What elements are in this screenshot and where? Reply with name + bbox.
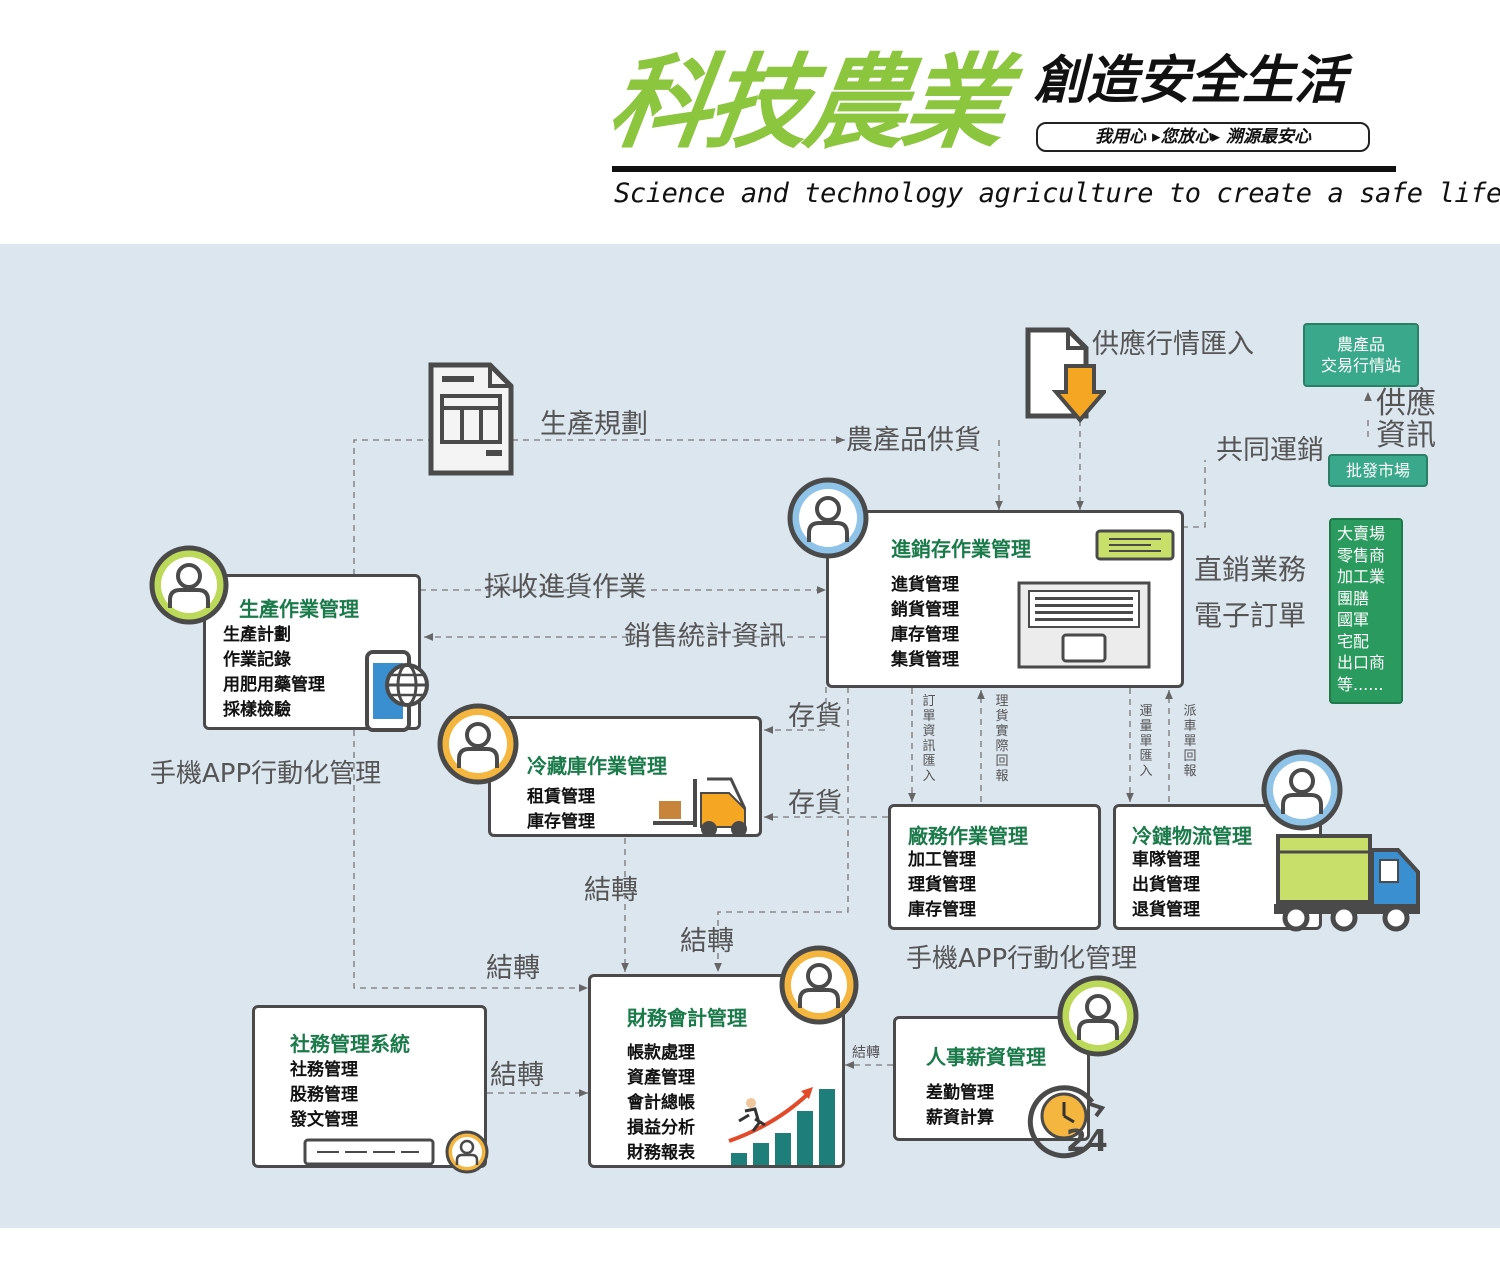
inventory-title: 進銷存作業管理: [891, 537, 1031, 561]
user-avatar-icon: [148, 544, 230, 630]
logistics-title: 冷鏈物流管理: [1132, 824, 1252, 848]
hr-title: 人事薪資管理: [926, 1045, 1046, 1069]
wholesale-market-box: 批發市場: [1328, 454, 1428, 487]
cold-storage-title: 冷藏庫作業管理: [527, 754, 667, 778]
label-stock-2: 存貨: [788, 788, 842, 819]
user-avatar-icon: [786, 476, 870, 564]
user-avatar-icon: [444, 1129, 490, 1179]
chat-bar-icon: [303, 1138, 439, 1172]
finance-items: 帳款處理 資產管理 會計總帳 損益分析 財務報表: [627, 1043, 695, 1163]
header-rule: [612, 166, 1396, 172]
label-transfer-2: 結轉: [680, 926, 734, 957]
label-direct-sales: 直銷業務: [1194, 553, 1307, 586]
label-transfer-4: 結轉: [490, 1060, 544, 1091]
label-dispatch-report: 派車單回報: [1183, 704, 1197, 779]
label-purchase: 採收進貨作業: [484, 572, 646, 603]
label-order-import: 訂單資訊匯入: [922, 694, 936, 784]
factory-items: 加工管理 理貨管理 庫存管理: [908, 850, 976, 920]
finance-title: 財務會計管理: [627, 1006, 747, 1030]
truck-icon: [1272, 826, 1422, 936]
user-avatar-icon: [778, 944, 860, 1030]
production-items: 生產計劃 作業記錄 用肥用藥管理 採樣檢驗: [223, 625, 325, 720]
label-transfer-3: 結轉: [486, 953, 540, 984]
label-freight-import: 運量單匯入: [1139, 704, 1153, 779]
document-download-icon: [1024, 326, 1109, 430]
production-management-box[interactable]: 生產作業管理 生產計劃 作業記錄 用肥用藥管理 採樣檢驗: [203, 574, 429, 732]
cold-storage-items: 租賃管理 庫存管理: [527, 787, 595, 832]
coop-items: 社務管理 股務管理 發文管理: [290, 1060, 358, 1130]
inventory-items: 進貨管理 銷貨管理 庫存管理 集貨管理: [891, 575, 959, 670]
hr-items: 差勤管理 薪資計算: [926, 1083, 994, 1128]
factory-management-box[interactable]: 廠務作業管理 加工管理 理貨管理 庫存管理: [888, 804, 1101, 930]
market-station-box: 農產品 交易行情站: [1303, 323, 1419, 387]
logistics-items: 車隊管理 出貨管理 退貨管理: [1132, 850, 1200, 920]
label-supply: 農產品供貨: [846, 425, 981, 456]
label-e-order: 電子訂單: [1194, 599, 1307, 632]
phone-globe-icon: [363, 649, 433, 739]
production-title: 生產作業管理: [239, 597, 359, 621]
header-tagline: 我用心 ▸您放心▸ 溯源最安心: [1036, 122, 1370, 152]
label-plan: 生產規劃: [540, 409, 648, 440]
message-icon: [1095, 529, 1177, 569]
label-sorting-report: 理貨實際回報: [995, 694, 1009, 784]
label-mobile-2: 手機APP行動化管理: [906, 944, 1138, 974]
user-avatar-icon: [436, 702, 520, 790]
label-co-transport: 共同運銷: [1216, 435, 1324, 466]
label-mobile-1: 手機APP行動化管理: [150, 759, 382, 789]
label-transfer-1: 結轉: [584, 875, 638, 906]
header-english: Science and technology agriculture to cr…: [614, 178, 1500, 209]
inventory-management-box[interactable]: 進銷存作業管理 進貨管理 銷貨管理 庫存管理 集貨管理: [826, 510, 1184, 688]
header-subtitle: 創造安全生活: [1034, 51, 1347, 111]
forklift-icon: [651, 773, 763, 843]
label-stock-1: 存貨: [788, 701, 842, 732]
clock-24-icon: [1020, 1074, 1110, 1168]
label-supply-info: 供應資訊: [1376, 386, 1436, 453]
coop-title: 社務管理系統: [290, 1032, 410, 1056]
factory-title: 廠務作業管理: [908, 824, 1028, 848]
user-avatar-icon: [1056, 974, 1140, 1062]
label-market-in: 供應行情匯入: [1092, 329, 1254, 360]
spreadsheet-icon: [428, 362, 514, 480]
laptop-icon: [1011, 579, 1157, 679]
user-avatar-icon: [1260, 748, 1344, 836]
cold-storage-box[interactable]: 冷藏庫作業管理 租賃管理 庫存管理: [488, 716, 762, 837]
growth-chart-icon: [725, 1081, 843, 1171]
label-sales-stats: 銷售統計資訊: [624, 621, 786, 652]
label-transfer-small: 結轉: [852, 1045, 880, 1061]
clock-24-number: 24: [1066, 1124, 1108, 1159]
sales-channels-box: 大賣場 零售商 加工業 團膳 國軍 宅配 出口商 等......: [1329, 518, 1403, 704]
coop-management-box[interactable]: 社務管理系統 社務管理 股務管理 發文管理: [252, 1005, 487, 1168]
